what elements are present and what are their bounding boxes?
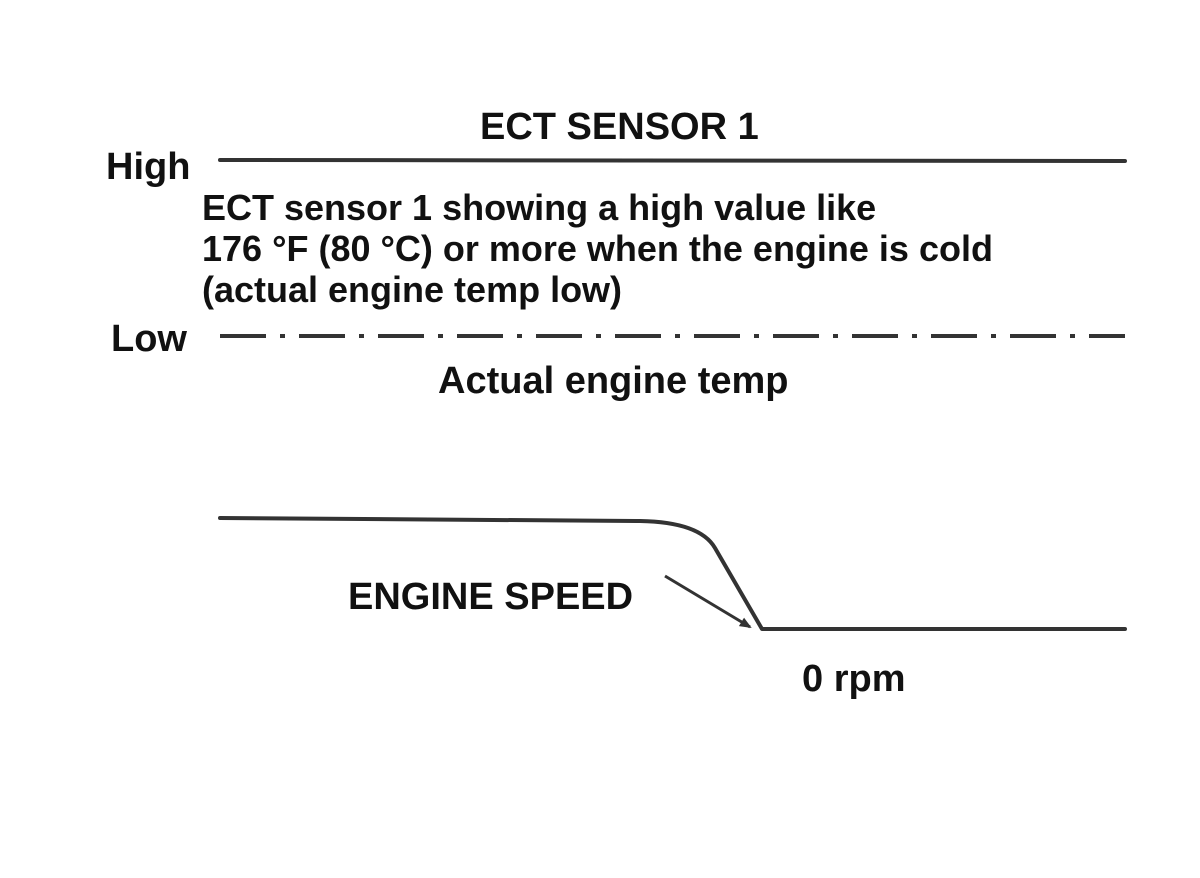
ect-sensor-title: ECT SENSOR 1 — [480, 106, 759, 148]
high-level-label: High — [106, 146, 191, 188]
ect-description-line-1: ECT sensor 1 showing a high value like — [202, 187, 877, 228]
engine-speed-label: ENGINE SPEED — [348, 576, 634, 618]
engine-speed-curve — [218, 516, 1127, 631]
zero-rpm-label: 0 rpm — [802, 658, 906, 700]
actual-engine-temp-label: Actual engine temp — [438, 360, 789, 402]
ect-description-line-3: (actual engine temp low) — [202, 269, 623, 310]
low-level-label: Low — [111, 318, 187, 360]
ect-sensor-high-line — [218, 158, 1127, 163]
ect-description-line-2: 176 °F (80 °C) or more when the engine i… — [202, 228, 993, 269]
engine-speed-pointer-arrow — [664, 574, 752, 629]
ect-description: ECT sensor 1 showing a high value like 1… — [202, 187, 993, 310]
